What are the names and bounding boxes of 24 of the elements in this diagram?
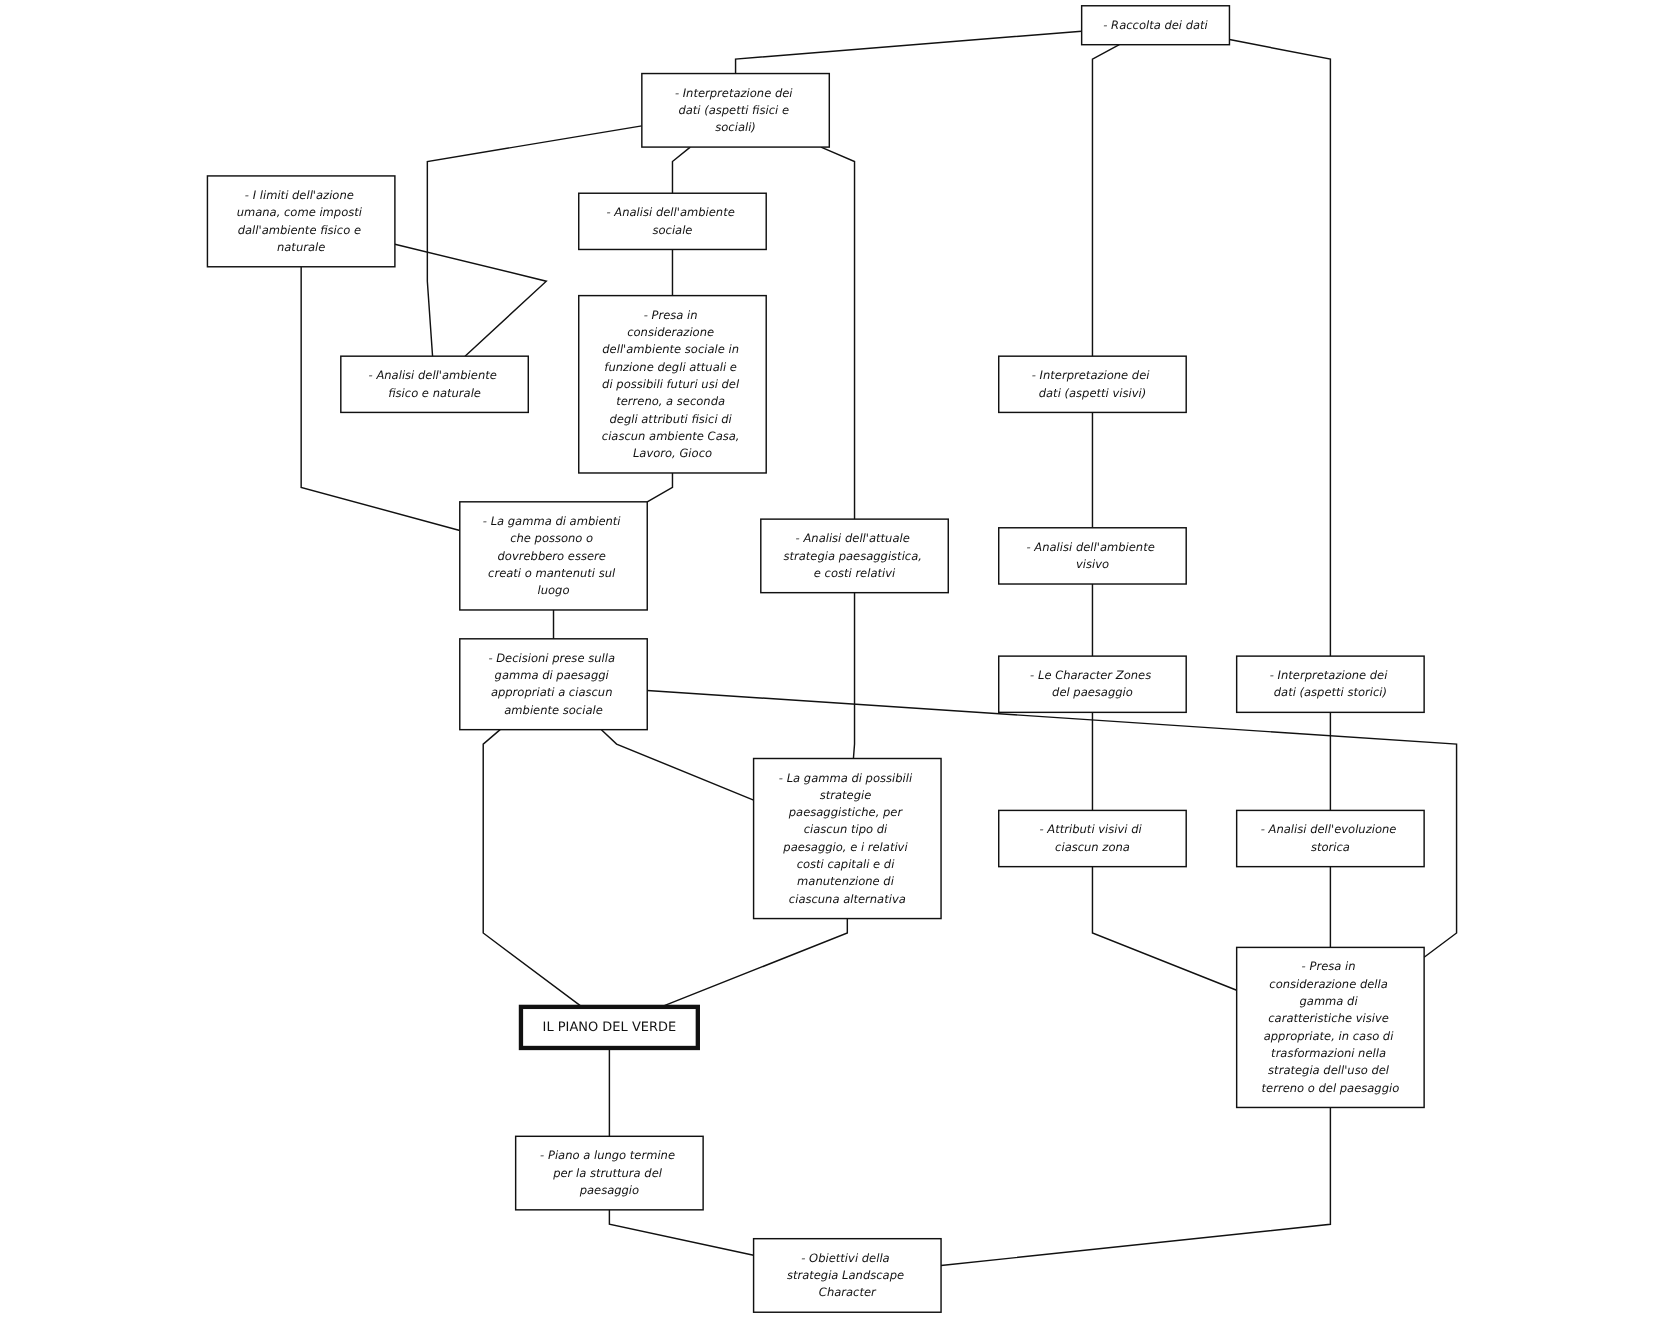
connector xyxy=(1329,711,1332,812)
connector xyxy=(1329,865,1332,949)
connector xyxy=(600,728,755,801)
connector xyxy=(426,125,643,357)
connector xyxy=(1091,711,1094,812)
connector xyxy=(1091,583,1094,657)
connector xyxy=(734,30,1083,75)
connector xyxy=(394,243,548,357)
connector xyxy=(671,248,674,297)
connector xyxy=(552,609,555,640)
connector xyxy=(940,1106,1332,1267)
connector xyxy=(1228,38,1332,657)
connector xyxy=(1091,411,1094,529)
connector xyxy=(1091,865,1238,991)
connector xyxy=(671,146,691,194)
connector xyxy=(646,472,674,503)
connector xyxy=(608,1209,755,1256)
connector xyxy=(482,728,583,1008)
connector xyxy=(852,591,856,760)
connector xyxy=(608,1047,611,1138)
connector xyxy=(646,689,1458,958)
connector xyxy=(1091,44,1121,357)
connector xyxy=(820,146,856,520)
connector xyxy=(300,266,461,532)
